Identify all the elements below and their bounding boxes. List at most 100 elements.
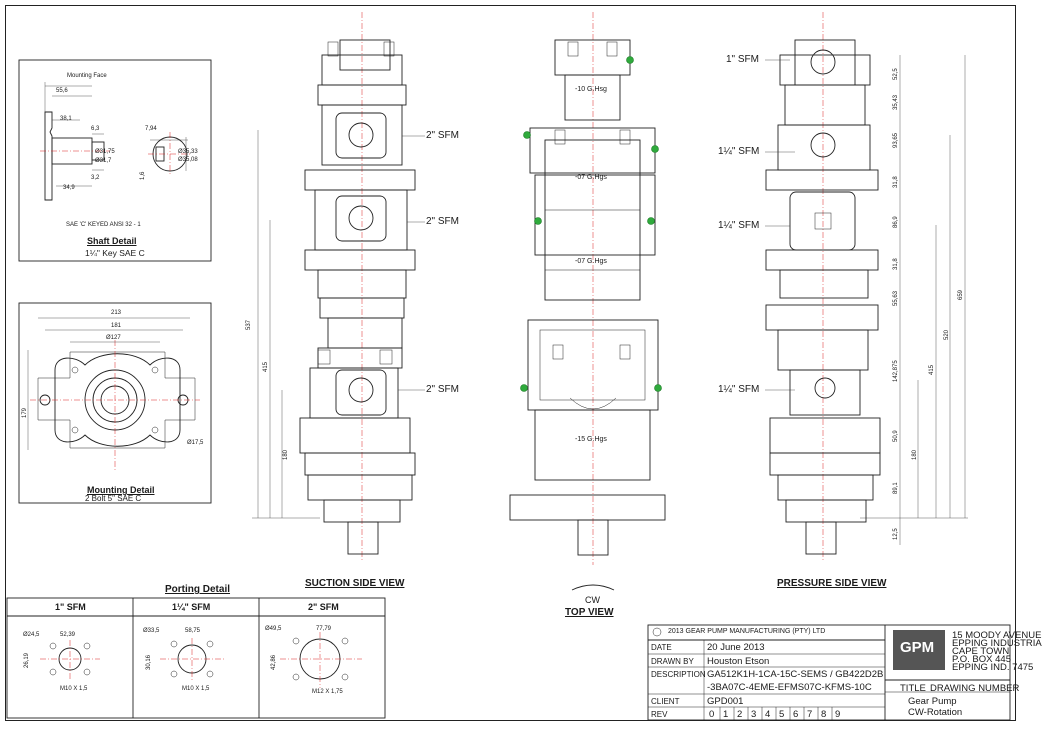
port-2in-drawing	[280, 632, 362, 688]
rev-digit-6: 6	[793, 709, 799, 720]
porting-table-lines	[6, 597, 386, 719]
port2-dia: Ø33,5	[143, 628, 160, 634]
pressure-dim-93-65: 93,65	[893, 132, 899, 148]
port3-thread: M12 X 1,75	[312, 689, 343, 695]
port-1-25in-drawing	[160, 638, 225, 682]
shaft-detail-title: Shaft Detail	[87, 236, 137, 246]
address-line-2: EPPING INDUSTRIA	[952, 638, 1042, 649]
rev-digit-4: 4	[765, 709, 771, 720]
top-section-label-1: -10 G.Hsg	[575, 86, 607, 93]
shaft-dim-3-2: 3,2	[91, 175, 100, 181]
shaft-dim-55-6: 55,6	[56, 88, 68, 94]
tb-value-description-1: GA512K1H-1CA-15C-SEMS / GB422D2B	[707, 669, 884, 680]
mount-dim-213: 213	[111, 310, 122, 316]
top-section-label-4: -15 G.Hgs	[575, 436, 607, 443]
top-section-label-3: -07 G.Hgs	[575, 258, 607, 265]
pressure-dim-52-5: 52,5	[893, 68, 899, 80]
pressure-port-label-3: 1¼" SFM	[718, 220, 760, 231]
tb-label-drawn-by: DRAWN BY	[651, 657, 694, 666]
port1-thread: M10 X 1,5	[60, 686, 88, 692]
pressure-dim-35-43: 35,43	[893, 94, 899, 110]
rev-digit-1: 1	[723, 709, 729, 720]
pressure-port-label-2: 1¼" SFM	[718, 146, 760, 157]
top-section-label-2: -07 G.Hgs	[575, 174, 607, 181]
rev-digit-9: 9	[835, 709, 841, 720]
pressure-dim-86-9: 86,9	[893, 216, 899, 228]
gpm-logo: GPM	[900, 639, 935, 656]
title-block-lines	[647, 624, 1011, 721]
pressure-dim-31-8a: 31,8	[893, 176, 899, 188]
shaft-detail-frame	[18, 59, 212, 262]
title-block-copyright: 2013 GEAR PUMP MANUFACTURING (PTY) LTD	[668, 628, 826, 635]
rotation-label: CW	[585, 595, 600, 605]
mount-dim-17-5: Ø17,5	[187, 440, 204, 446]
pressure-dim-12-5: 12,5	[893, 528, 899, 540]
tb-value-date: 20 June 2013	[707, 642, 765, 653]
port-header-1-25in: 1¼" SFM	[172, 602, 211, 612]
drawing-number-label: DRAWING NUMBER	[930, 683, 1020, 694]
suction-port-label-1: 2" SFM	[426, 130, 459, 141]
port3-h: 42,86	[271, 654, 277, 670]
address-line-4: P.O. BOX 445	[952, 654, 1011, 665]
port3-dia: Ø49,5	[265, 626, 282, 632]
suction-view-title: SUCTION SIDE VIEW	[305, 578, 405, 589]
drawing-title-line-1: Gear Pump	[908, 696, 957, 707]
pressure-port-label-4: 1¼" SFM	[718, 384, 760, 395]
gpm-logo-mark	[893, 630, 945, 670]
pressure-dim-31-8b: 31,8	[893, 258, 899, 270]
port2-thread: M10 X 1,5	[182, 686, 210, 692]
shaft-dim-35-08: Ø35,08	[178, 157, 198, 163]
mount-dim-179: 179	[22, 407, 28, 418]
tb-label-client: CLIENT	[651, 697, 680, 706]
pressure-dim-89-1: 89,1	[893, 482, 899, 494]
mounting-detail-frame	[18, 302, 212, 504]
suction-side-pump-drawing	[252, 12, 425, 560]
mounting-detail-drawing	[27, 317, 200, 470]
rev-digit-0: 0	[709, 709, 715, 720]
shaft-dim-6-3: 6,3	[91, 126, 100, 132]
address-line-3: CAPE TOWN	[952, 646, 1010, 657]
shaft-dim-31-7: Ø31,7	[95, 158, 112, 164]
shaft-dim-7-94: 7,94	[145, 126, 157, 132]
drawing-sheet	[5, 5, 1016, 721]
port1-h: 26,19	[24, 652, 30, 668]
shaft-detail-note: SAE 'C' KEYED ANSI 32 - 1	[66, 222, 141, 228]
port1-dia: Ø24,5	[23, 632, 40, 638]
shaft-dim-31-75: Ø31,75	[95, 149, 115, 155]
pressure-port-label-1: 1" SFM	[726, 54, 759, 65]
pressure-dim-142-875: 142,875	[893, 360, 899, 382]
top-view-title: TOP VIEW	[565, 607, 614, 618]
pressure-dim-55-63: 55,63	[893, 290, 899, 306]
address-line-1: 15 MOODY AVENUE	[952, 630, 1042, 641]
rev-digit-8: 8	[821, 709, 827, 720]
pressure-dim-50-9: 50,9	[893, 430, 899, 442]
shaft-detail-drawing	[40, 82, 192, 201]
port1-w: 52,39	[60, 632, 76, 638]
pressure-view-title: PRESSURE SIDE VIEW	[777, 578, 887, 589]
port2-h: 30,16	[146, 654, 152, 670]
suction-dim-537: 537	[246, 319, 252, 330]
address-line-5: EPPING IND. 7475	[952, 662, 1034, 673]
title-label: TITLE	[900, 683, 926, 694]
suction-port-label-3: 2" SFM	[426, 384, 459, 395]
tb-label-date: DATE	[651, 643, 672, 652]
mounting-face-label: Mounting Face	[67, 73, 107, 79]
port-1in-drawing	[40, 640, 100, 680]
port-header-1in: 1" SFM	[55, 602, 86, 612]
pressure-dim-520: 520	[944, 329, 950, 340]
mounting-detail-title: Mounting Detail	[87, 485, 155, 495]
tb-label-rev: REV	[651, 710, 668, 719]
port3-w: 77,79	[316, 626, 332, 632]
mounting-detail-subtitle: 2 Bolt 5" SAE C	[85, 494, 142, 503]
tb-value-client: GPD001	[707, 696, 744, 707]
rev-digit-2: 2	[737, 709, 743, 720]
porting-detail-title: Porting Detail	[165, 584, 231, 595]
port2-w: 58,75	[185, 628, 201, 634]
pressure-dim-659: 659	[958, 289, 964, 300]
shaft-dim-34-9: 34,9	[63, 185, 75, 191]
drawing-title-line-2: CW-Rotation	[908, 707, 963, 718]
mount-dim-127: Ø127	[106, 335, 121, 341]
rev-digit-5: 5	[779, 709, 785, 720]
pressure-side-pump-drawing	[765, 12, 968, 560]
rev-digit-3: 3	[751, 709, 757, 720]
